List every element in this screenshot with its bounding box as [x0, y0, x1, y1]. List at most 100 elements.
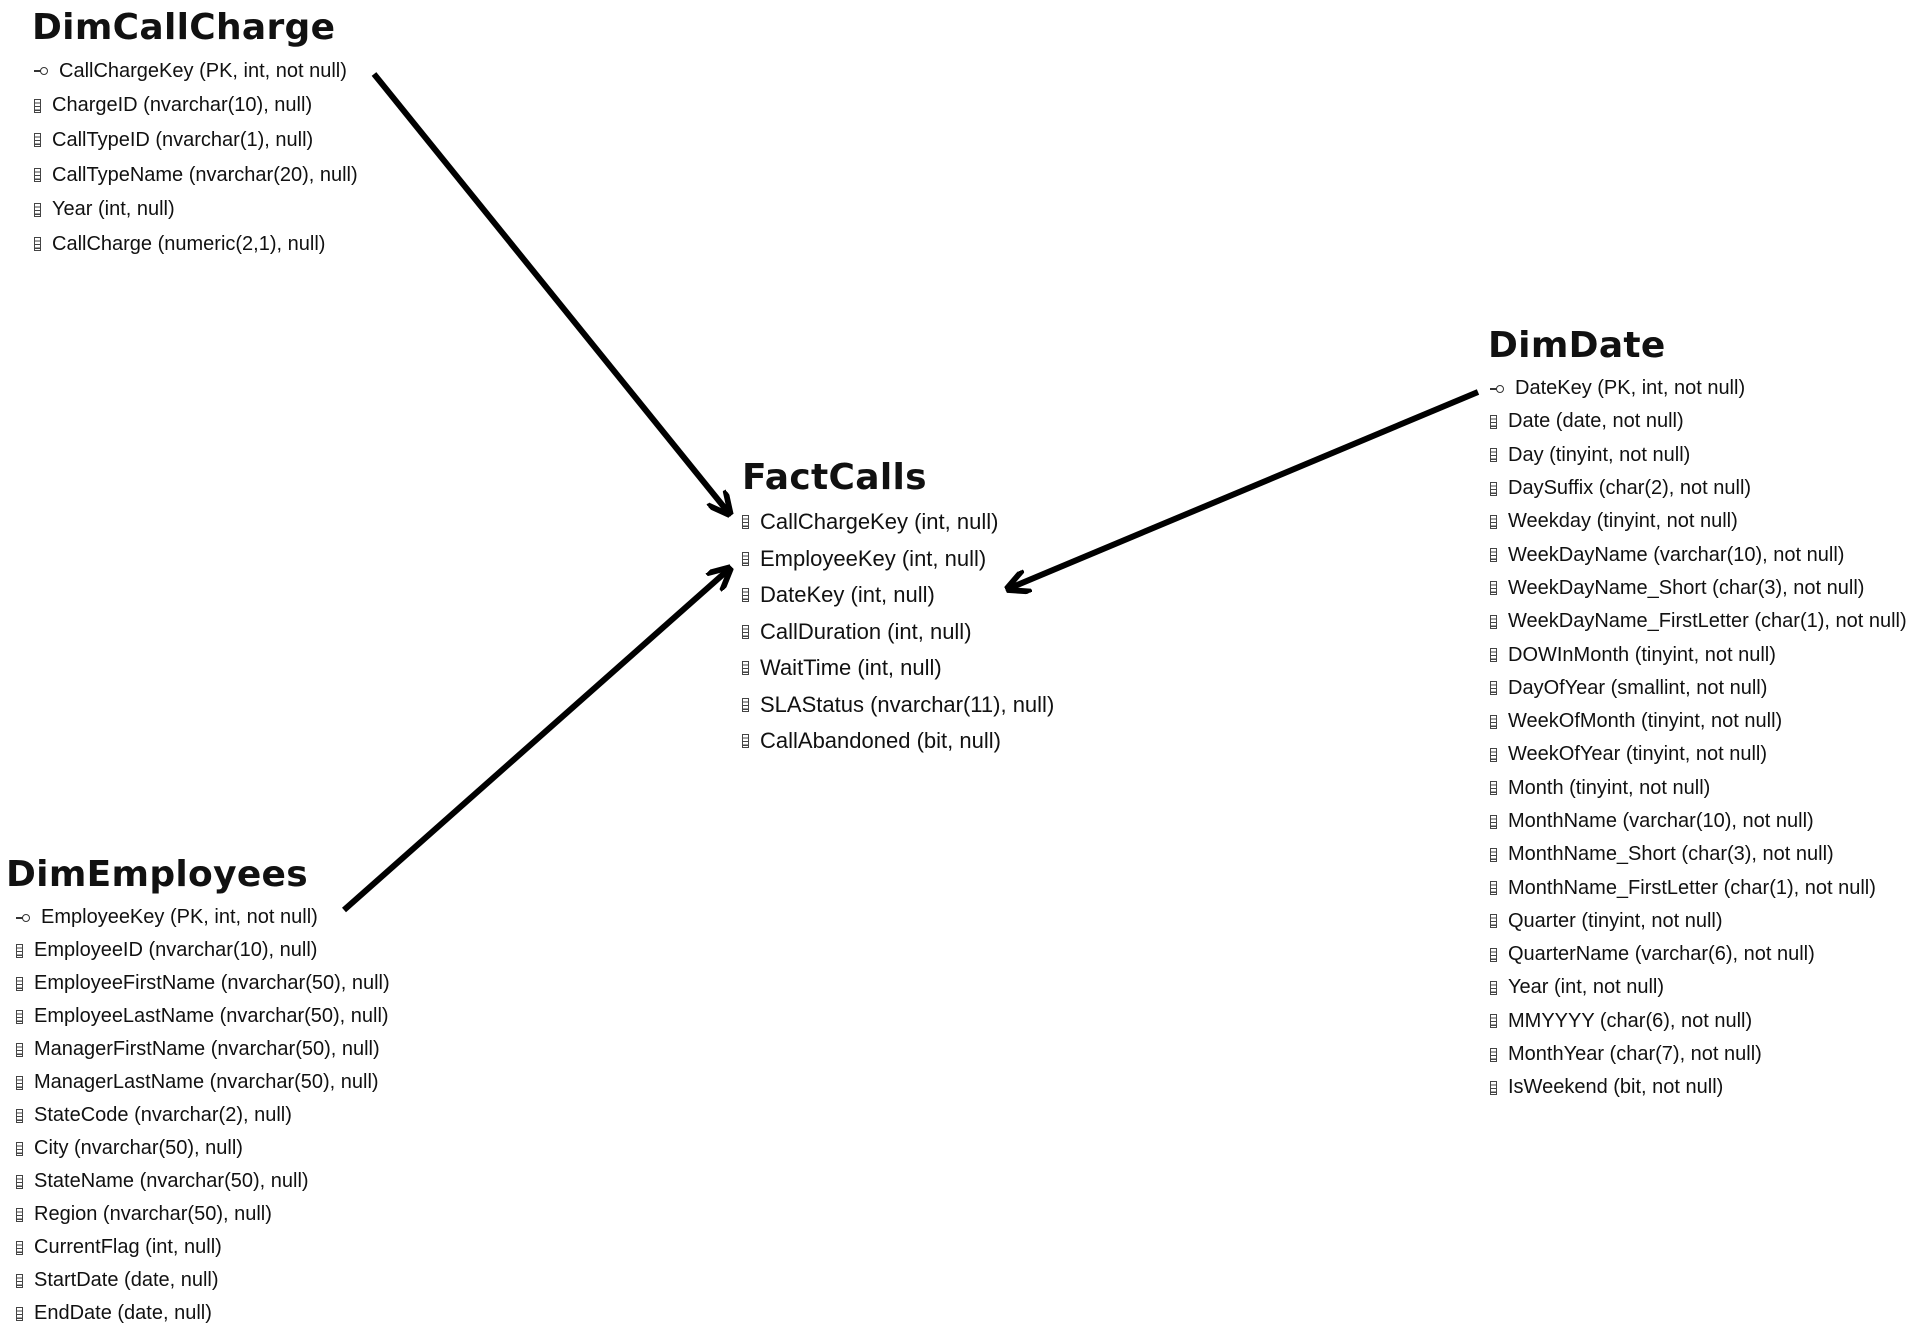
column-icon	[1490, 1014, 1497, 1029]
column-label: DaySuffix (char(2), not null)	[1508, 477, 1752, 500]
table-title: DimDate	[1488, 325, 1666, 366]
column-label: WaitTime (int, null)	[760, 655, 942, 681]
column-row: Quarter (tinyint, not null)	[1490, 905, 1907, 938]
column-icon	[34, 133, 41, 148]
column-label: Day (tinyint, not null)	[1508, 443, 1691, 466]
column-label: EndDate (date, null)	[34, 1302, 212, 1324]
column-label: CallCharge (numeric(2,1), null)	[52, 232, 326, 255]
primary-key-icon	[34, 64, 48, 78]
column-label: DateKey (int, null)	[760, 582, 935, 608]
column-row: EmployeeLastName (nvarchar(50), null)	[16, 1000, 390, 1033]
column-row: DOWInMonth (tinyint, not null)	[1490, 638, 1907, 671]
column-icon	[16, 1240, 23, 1255]
column-icon	[1490, 614, 1497, 629]
column-row: CallAbandoned (bit, null)	[742, 723, 1054, 760]
column-icon	[34, 98, 41, 113]
column-label: DayOfYear (smallint, not null)	[1508, 676, 1768, 699]
column-icon	[1490, 414, 1497, 429]
column-label: CurrentFlag (int, null)	[34, 1236, 222, 1258]
column-icon	[1490, 781, 1497, 796]
column-row: ManagerLastName (nvarchar(50), null)	[16, 1066, 390, 1099]
column-icon	[1490, 1080, 1497, 1095]
column-icon	[742, 624, 749, 639]
column-icon	[16, 1141, 23, 1156]
column-label: StartDate (date, null)	[34, 1269, 219, 1291]
column-label: Quarter (tinyint, not null)	[1508, 909, 1723, 932]
column-icon	[16, 1108, 23, 1123]
column-label: WeekDayName_FirstLetter (char(1), not nu…	[1508, 610, 1907, 633]
column-row: CallChargeKey (PK, int, not null)	[34, 54, 358, 89]
column-label: Weekday (tinyint, not null)	[1508, 510, 1738, 533]
column-row: CallTypeName (nvarchar(20), null)	[34, 158, 358, 193]
column-row: StateCode (nvarchar(2), null)	[16, 1099, 390, 1132]
column-row: StateName (nvarchar(50), null)	[16, 1165, 390, 1198]
column-row: EmployeeID (nvarchar(10), null)	[16, 934, 390, 967]
column-icon	[1490, 1047, 1497, 1062]
column-row: Year (int, not null)	[1490, 971, 1907, 1004]
column-label: QuarterName (varchar(6), not null)	[1508, 943, 1815, 966]
column-row: CallCharge (numeric(2,1), null)	[34, 227, 358, 262]
column-row: Day (tinyint, not null)	[1490, 439, 1907, 472]
column-label: Year (int, null)	[52, 198, 175, 221]
column-icon	[742, 697, 749, 712]
column-row: Date (date, not null)	[1490, 405, 1907, 438]
column-icon	[742, 661, 749, 676]
column-row: EndDate (date, null)	[16, 1297, 390, 1330]
column-row: MonthName (varchar(10), not null)	[1490, 805, 1907, 838]
column-row: WeekDayName_Short (char(3), not null)	[1490, 572, 1907, 605]
column-row: DaySuffix (char(2), not null)	[1490, 472, 1907, 505]
column-row: SLAStatus (nvarchar(11), null)	[742, 687, 1054, 724]
column-icon	[1490, 514, 1497, 529]
column-icon	[1490, 947, 1497, 962]
column-list: EmployeeKey (PK, int, not null) EmployeeI…	[16, 901, 390, 1330]
column-label: CallTypeID (nvarchar(1), null)	[52, 128, 314, 151]
column-row: MonthName_Short (char(3), not null)	[1490, 838, 1907, 871]
column-row: Region (nvarchar(50), null)	[16, 1198, 390, 1231]
column-label: Date (date, not null)	[1508, 410, 1684, 433]
column-label: ChargeID (nvarchar(10), null)	[52, 94, 313, 117]
column-label: EmployeeID (nvarchar(10), null)	[34, 939, 318, 961]
column-icon	[1490, 914, 1497, 929]
column-label: Year (int, not null)	[1508, 976, 1665, 999]
column-label: IsWeekend (bit, not null)	[1508, 1076, 1724, 1099]
column-label: EmployeeKey (PK, int, not null)	[41, 906, 318, 928]
column-label: CallChargeKey (PK, int, not null)	[59, 59, 347, 82]
table-dimcallcharge: DimCallCharge CallChargeKey (PK, int, no…	[32, 8, 358, 262]
column-row: CurrentFlag (int, null)	[16, 1231, 390, 1264]
column-label: MonthName_Short (char(3), not null)	[1508, 843, 1834, 866]
column-label: MonthName_FirstLetter (char(1), not null…	[1508, 876, 1876, 899]
column-icon	[1490, 747, 1497, 762]
column-row: ChargeID (nvarchar(10), null)	[34, 89, 358, 124]
column-label: CallChargeKey (int, null)	[760, 509, 999, 535]
column-icon	[16, 1042, 23, 1057]
column-label: City (nvarchar(50), null)	[34, 1137, 243, 1159]
column-row: MonthName_FirstLetter (char(1), not null…	[1490, 871, 1907, 904]
column-label: CallDuration (int, null)	[760, 618, 972, 644]
column-icon	[742, 551, 749, 566]
column-icon	[16, 1273, 23, 1288]
primary-key-icon	[16, 911, 30, 925]
table-title: DimEmployees	[6, 854, 309, 895]
column-row: CallDuration (int, null)	[742, 614, 1054, 651]
table-title: FactCalls	[742, 457, 927, 498]
column-label: CallTypeName (nvarchar(20), null)	[52, 163, 358, 186]
table-title: DimCallCharge	[32, 7, 336, 48]
column-icon	[34, 168, 41, 183]
column-list: CallChargeKey (PK, int, not null) ChargeI…	[34, 54, 358, 262]
column-list: DateKey (PK, int, not null)Date (date, n…	[1490, 372, 1907, 1105]
column-row: MMYYYY (char(6), not null)	[1490, 1005, 1907, 1038]
column-icon	[1490, 814, 1497, 829]
primary-key-icon	[1490, 382, 1504, 396]
column-row: ManagerFirstName (nvarchar(50), null)	[16, 1033, 390, 1066]
column-label: EmployeeLastName (nvarchar(50), null)	[34, 1005, 389, 1027]
column-icon	[16, 1207, 23, 1222]
column-icon	[34, 202, 41, 217]
column-label: MonthYear (char(7), not null)	[1508, 1043, 1762, 1066]
column-label: EmployeeKey (int, null)	[760, 545, 987, 571]
column-icon	[1490, 448, 1497, 463]
column-label: StateCode (nvarchar(2), null)	[34, 1104, 292, 1126]
column-list: CallChargeKey (int, null) EmployeeKey (in…	[742, 504, 1054, 760]
column-label: WeekOfYear (tinyint, not null)	[1508, 743, 1768, 766]
column-icon	[1490, 980, 1497, 995]
arrow-dimemployees-to-factcalls	[342, 570, 728, 913]
